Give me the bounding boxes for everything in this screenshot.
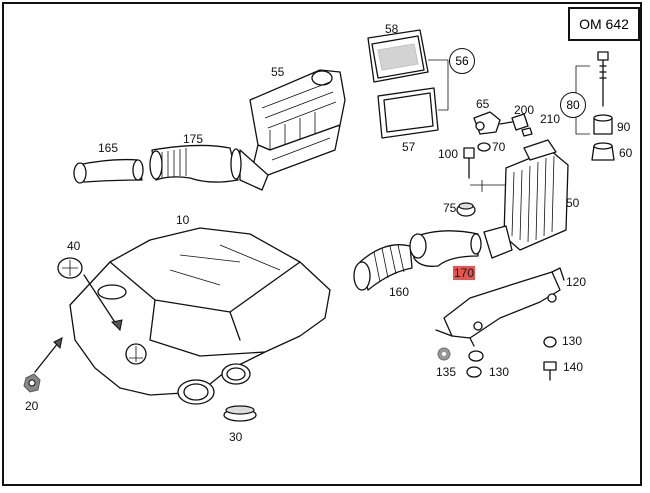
air-filter-housing[interactable] — [239, 69, 346, 191]
label-90[interactable]: 90 — [617, 120, 631, 134]
damper-130-lower[interactable] — [466, 366, 482, 378]
label-70[interactable]: 70 — [492, 140, 506, 154]
engine-cover[interactable] — [69, 227, 331, 405]
leader-56 — [428, 59, 449, 111]
label-130-lower[interactable]: 130 — [489, 365, 510, 379]
label-170-highlighted[interactable]: 170 — [453, 266, 476, 280]
part-210[interactable] — [521, 127, 533, 137]
label-135[interactable]: 135 — [436, 365, 457, 379]
label-100[interactable]: 100 — [438, 147, 459, 161]
label-160[interactable]: 160 — [389, 285, 410, 299]
filter-element[interactable] — [367, 29, 429, 83]
mount-60[interactable] — [591, 142, 615, 161]
washer-70[interactable] — [477, 142, 491, 152]
engine-model-label: OM 642 — [568, 7, 640, 41]
callout-56[interactable]: 56 — [449, 48, 475, 74]
label-50[interactable]: 50 — [566, 196, 580, 210]
nut-20[interactable] — [23, 373, 41, 393]
callout-80[interactable]: 80 — [560, 92, 586, 118]
label-140[interactable]: 140 — [563, 360, 584, 374]
label-200[interactable]: 200 — [514, 103, 535, 117]
bolt-140[interactable] — [543, 361, 557, 381]
bolt-80[interactable] — [597, 51, 609, 107]
label-165[interactable]: 165 — [98, 141, 119, 155]
label-60[interactable]: 60 — [619, 146, 633, 160]
line-65-200 — [499, 121, 513, 125]
label-210[interactable]: 210 — [540, 112, 561, 126]
label-57[interactable]: 58 — [385, 22, 399, 36]
part-200[interactable] — [511, 113, 529, 131]
bolt-100[interactable] — [463, 147, 475, 179]
label-130-right[interactable]: 130 — [562, 334, 583, 348]
pipe-170[interactable] — [409, 230, 482, 267]
label-65[interactable]: 65 — [476, 97, 490, 111]
bracket-120[interactable] — [435, 267, 565, 347]
label-20[interactable]: 20 — [25, 399, 39, 413]
intake-pipe-165[interactable] — [73, 158, 144, 184]
nut-135[interactable] — [437, 347, 451, 361]
filter-seal[interactable] — [377, 87, 439, 139]
damper-130-left[interactable] — [468, 350, 484, 362]
sensor-65[interactable] — [473, 111, 501, 135]
label-10[interactable]: 10 — [176, 213, 190, 227]
charge-air-cooler[interactable] — [483, 139, 569, 259]
label-57b[interactable]: 57 — [402, 140, 416, 154]
label-75[interactable]: 75 — [443, 201, 457, 215]
label-120[interactable]: 120 — [566, 275, 587, 289]
arrow-nut-head — [53, 337, 63, 350]
damper-75[interactable] — [456, 202, 476, 217]
mount-90[interactable] — [593, 114, 613, 135]
emblem[interactable] — [57, 257, 83, 279]
damper-130-right[interactable] — [543, 336, 557, 348]
grommet-30[interactable] — [223, 405, 257, 422]
label-30[interactable]: 30 — [229, 430, 243, 444]
bracket-line — [470, 180, 506, 192]
label-40[interactable]: 40 — [67, 239, 81, 253]
label-175[interactable]: 175 — [183, 132, 204, 146]
arrow-emblem — [83, 274, 121, 331]
label-55[interactable]: 55 — [271, 65, 285, 79]
arrow-head — [110, 319, 123, 332]
hose-160[interactable] — [353, 244, 413, 291]
intake-hose-175[interactable] — [149, 144, 242, 183]
